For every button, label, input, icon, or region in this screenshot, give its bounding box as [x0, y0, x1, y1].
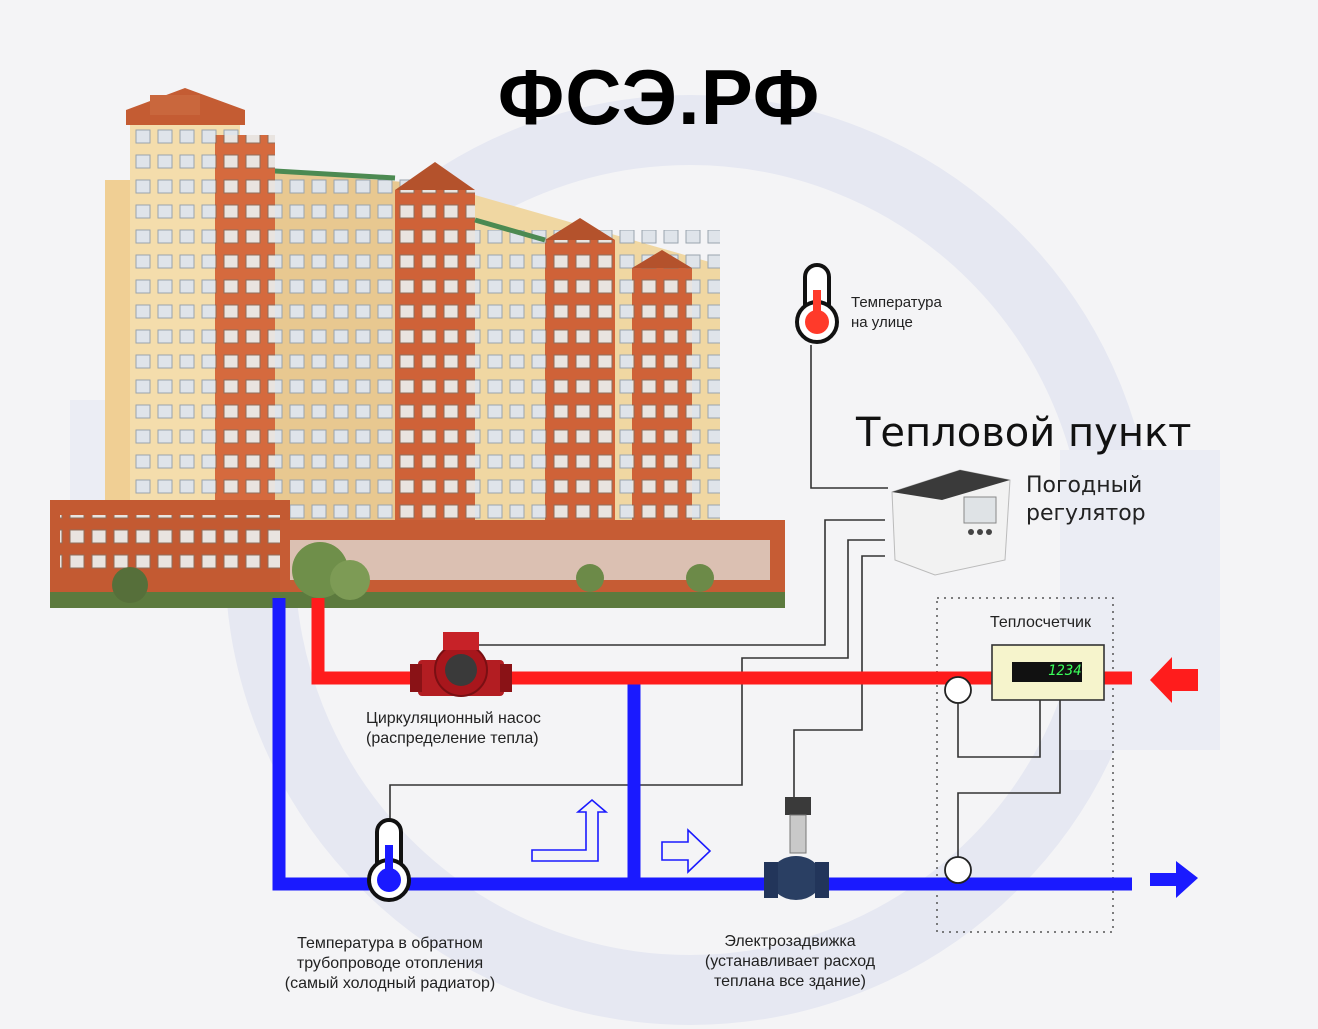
pump-line-2: (распределение тепла) — [366, 730, 539, 747]
weather-regulator-label: Погодный регулятор — [1026, 472, 1146, 528]
valve-line-2: (устанавливает расход — [704, 953, 876, 970]
heat-meter-screen — [1012, 662, 1082, 682]
return-thermometer — [367, 818, 411, 902]
weather-regulator-line-2: регулятор — [1026, 501, 1146, 526]
return-temp-line-3: (самый холодный радиатор) — [284, 975, 496, 992]
outdoor-temp-line-2: на улице — [851, 314, 913, 331]
pump-label: Циркуляционный насос (распределение тепл… — [366, 709, 541, 749]
weather-regulator-device — [891, 469, 1011, 576]
wire-valve — [793, 555, 885, 800]
valve-line-3: теплана все здание) — [713, 973, 866, 990]
wire-meter-supply — [957, 700, 1041, 758]
bypass-flow-arrow — [531, 798, 609, 862]
circulation-pump — [410, 632, 512, 697]
valve-label: Электрозадвижка (устанавливает расход те… — [680, 932, 900, 992]
outdoor-temp-label: Температура на улице — [851, 293, 942, 333]
return-temp-line-2: трубопроводе отопления — [296, 955, 484, 972]
weather-regulator-line-1: Погодный — [1026, 473, 1143, 498]
meter-frame — [936, 597, 1114, 933]
electric-valve — [764, 797, 829, 900]
meter-sensor-return — [944, 856, 972, 884]
heat-meter-label: Теплосчетчик — [990, 614, 1091, 631]
meter-sensor-supply — [944, 676, 972, 704]
return-temp-label: Температура в обратном трубопроводе отоп… — [260, 934, 520, 994]
wire-return-sensor — [389, 539, 885, 820]
return-pipe — [272, 598, 1132, 891]
outdoor-temp-line-1: Температура — [851, 294, 942, 311]
pump-line-1: Циркуляционный насос — [366, 710, 541, 727]
return-temp-line-1: Температура в обратном — [297, 935, 483, 952]
heat-meter-value: 1234 — [1048, 663, 1082, 679]
wire-meter-return — [957, 700, 1061, 860]
outdoor-thermometer — [795, 263, 839, 344]
site-title: ФСЭ.РФ — [497, 53, 821, 141]
return-outlet-arrow — [1150, 861, 1198, 898]
supply-pipe — [311, 598, 1132, 685]
valve-line-1: Электрозадвижка — [724, 933, 856, 950]
wire-outdoor-sensor — [810, 345, 888, 489]
wire-pump — [470, 519, 885, 646]
return-flow-arrow — [661, 828, 712, 874]
supply-inlet-arrow — [1150, 657, 1198, 703]
heat-point-title: Тепловой пункт — [856, 410, 1192, 456]
